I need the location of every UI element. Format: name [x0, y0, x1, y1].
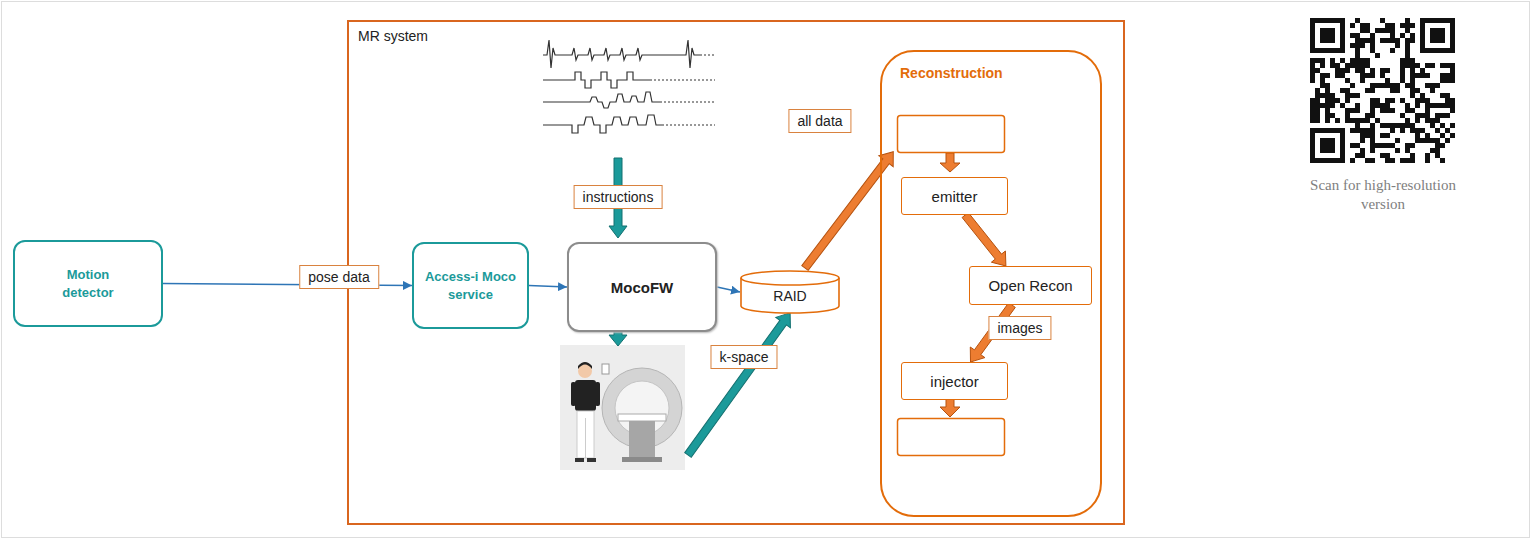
- data-arrow: [529, 286, 567, 288]
- qr-caption: Scan for high-resolution version: [1298, 176, 1468, 214]
- pulse-sequence: [543, 40, 715, 133]
- device-box: Motion detector: [13, 240, 163, 327]
- qr-code: [1306, 14, 1460, 166]
- node-text: RAID: [773, 280, 806, 304]
- node-text: MocoFW: [611, 279, 673, 296]
- node-text: emitter: [932, 188, 978, 205]
- flow-label: all data: [788, 109, 851, 133]
- system-boundary: MR systemAccess-i Moco service MocoFW RAID…: [347, 20, 1125, 525]
- node-text: Motion detector: [42, 266, 134, 301]
- process-box: injector: [901, 362, 1008, 400]
- flow-label: instructions: [574, 185, 663, 209]
- node-text: Access-i Moco service: [425, 268, 517, 303]
- node-text: Open Recon: [988, 277, 1072, 294]
- group-title: MR system: [358, 28, 428, 44]
- data-arrow: [717, 287, 740, 292]
- firmware-box: MocoFW: [567, 242, 717, 332]
- process-box: emitter: [901, 177, 1008, 215]
- flow-label: k-space: [710, 345, 777, 369]
- reconstruction-group: Reconstruction emitterOpen Recon injector: [880, 50, 1102, 517]
- storage-cylinder: RAID: [740, 270, 840, 314]
- node-text: injector: [930, 373, 978, 390]
- edge-label: pose data: [299, 265, 379, 289]
- group-title: Reconstruction: [900, 65, 1003, 81]
- service-box: Access-i Moco service: [412, 242, 529, 329]
- scanner-illustration: [560, 345, 685, 470]
- flow-arrow: [962, 213, 1006, 267]
- edge-label: images: [988, 316, 1051, 340]
- process-box: Open Recon: [969, 266, 1092, 305]
